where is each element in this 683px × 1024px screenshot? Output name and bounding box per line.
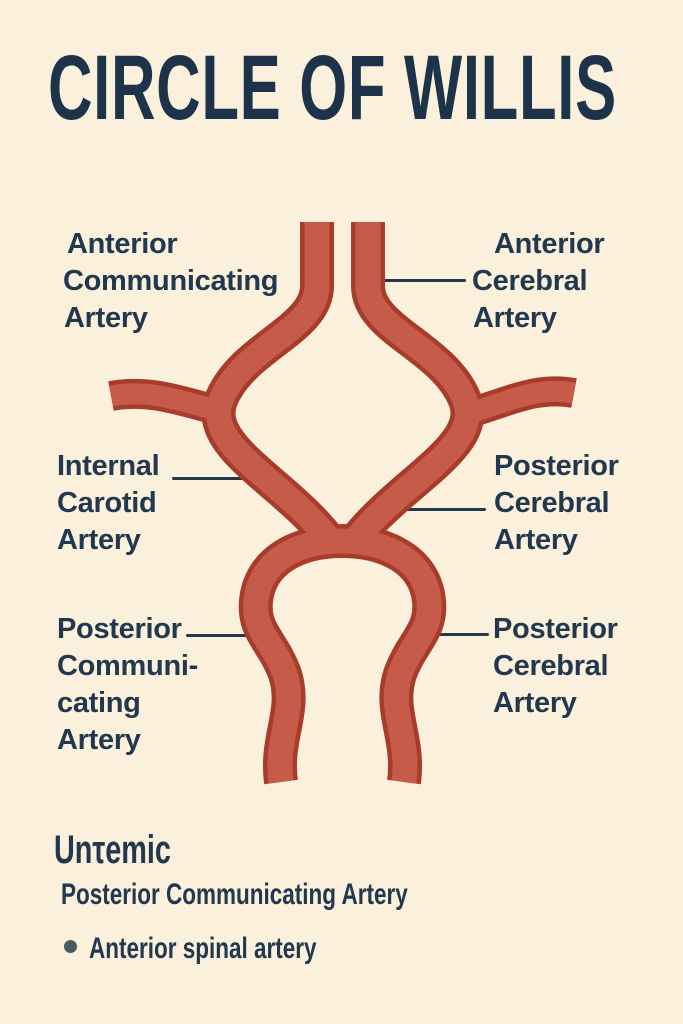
footer-subheading-text: Posterior Communicating Artery bbox=[61, 878, 408, 911]
footer-bullet-item: Anterior spinal artery bbox=[89, 932, 392, 966]
page-title: CIRCLE OF WILLIS bbox=[48, 42, 683, 134]
label-line: Posterior bbox=[494, 450, 619, 482]
label-line: Cerebral bbox=[472, 265, 588, 297]
leader-line-posterior-cerebral-lower bbox=[424, 633, 489, 636]
label-line: Artery bbox=[64, 302, 148, 334]
leader-line-anterior-cerebral bbox=[378, 279, 466, 282]
middle-cerebral-artery-left-fill bbox=[109, 383, 219, 421]
label-line: Cerebral bbox=[494, 487, 610, 519]
label-anterior-communicating-artery: Anterior Communicating Artery bbox=[63, 226, 279, 337]
label-posterior-cerebral-artery-lower: Posterior Cerebral Artery bbox=[493, 611, 618, 722]
bullet-dot-icon bbox=[64, 940, 77, 953]
label-anterior-cerebral-artery: Anterior Cerebral Artery bbox=[472, 226, 605, 337]
footer-bullet-text: Anterior spinal artery bbox=[89, 932, 317, 965]
label-line: Cerebral bbox=[493, 650, 609, 682]
label-line: Internal bbox=[57, 450, 160, 482]
footer-heading: Unτemic bbox=[54, 828, 216, 872]
label-line: Communi- bbox=[57, 650, 198, 682]
label-line: cating bbox=[57, 687, 141, 719]
label-line: Artery bbox=[493, 687, 577, 719]
middle-cerebral-artery-right-fill bbox=[466, 380, 576, 424]
anterior-cerebral-artery-left-fill bbox=[206, 222, 341, 550]
label-internal-carotid-artery: Internal Carotid Artery bbox=[57, 448, 160, 559]
label-line: Carotid bbox=[57, 487, 157, 519]
leader-line-posterior-cerebral-upper bbox=[381, 508, 486, 511]
label-line: Artery bbox=[473, 302, 557, 334]
label-line: Communicating bbox=[63, 265, 279, 297]
footer-subheading: Posterior Communicating Artery bbox=[61, 878, 523, 912]
label-line: Posterior bbox=[57, 613, 182, 645]
label-line: Artery bbox=[494, 524, 578, 556]
artery-fill-layer bbox=[109, 222, 576, 784]
footer-heading-text: Unτemic bbox=[54, 828, 171, 872]
leader-line-internal-carotid bbox=[172, 477, 274, 480]
leader-line-posterior-communicating bbox=[186, 634, 248, 637]
anterior-cerebral-artery-right-fill bbox=[344, 222, 480, 550]
label-line: Anterior bbox=[494, 228, 605, 260]
label-line: Artery bbox=[57, 524, 141, 556]
label-line: Artery bbox=[57, 724, 141, 756]
posterior-arteries-loop-fill bbox=[243, 528, 442, 784]
label-posterior-cerebral-artery-upper: Posterior Cerebral Artery bbox=[494, 448, 619, 559]
label-posterior-communicating-artery: Posterior Communi- cating Artery bbox=[57, 611, 198, 759]
page-title-text: CIRCLE OF WILLIS bbox=[48, 37, 617, 139]
label-line: Posterior bbox=[493, 613, 618, 645]
label-line: Anterior bbox=[67, 228, 178, 260]
